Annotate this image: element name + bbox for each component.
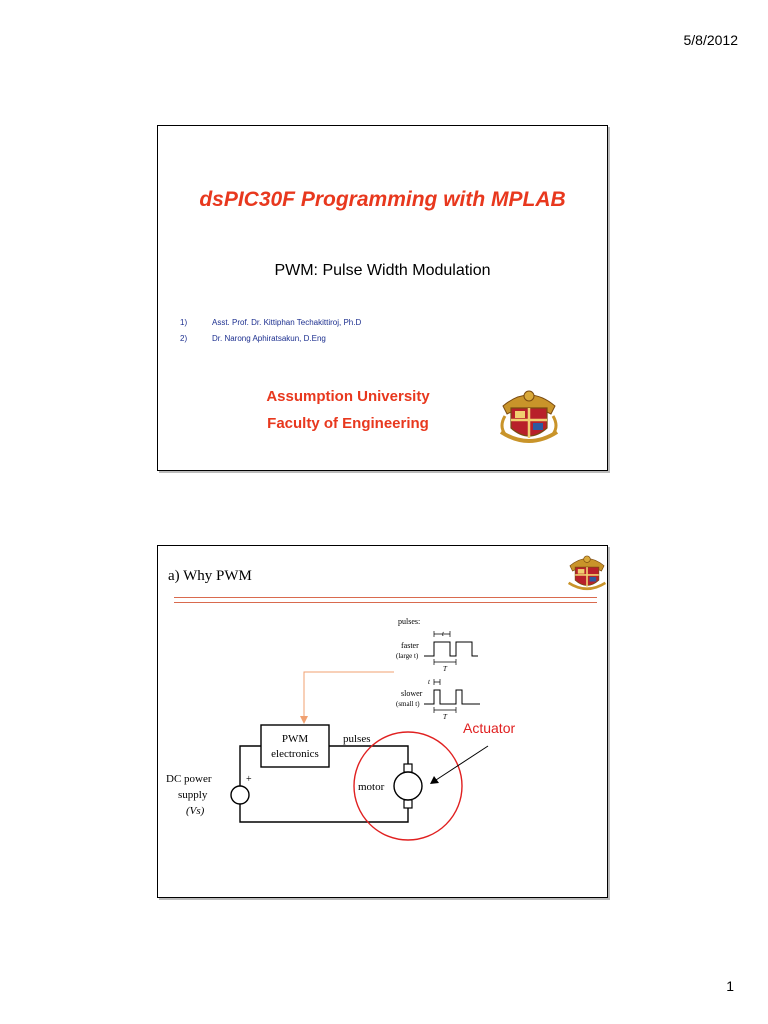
pulses-label: pulses: bbox=[398, 617, 420, 626]
faster-sublabel: (large t) bbox=[396, 652, 419, 660]
electronics-label: electronics bbox=[271, 748, 319, 760]
author-item: 1) Asst. Prof. Dr. Kittiphan Techakittir… bbox=[180, 314, 361, 330]
author-list: 1) Asst. Prof. Dr. Kittiphan Techakittir… bbox=[180, 314, 361, 346]
supply-label: supply bbox=[178, 789, 208, 801]
author-name: Dr. Narong Aphiratsakun, D.Eng bbox=[212, 333, 326, 343]
pwm-circuit-diagram: pulses: t faster (large t) T t slower (s… bbox=[166, 617, 515, 841]
faster-label: faster bbox=[401, 641, 419, 650]
pwm-electronics-box bbox=[260, 724, 330, 768]
slower-label: slower bbox=[401, 689, 423, 698]
page-number: 1 bbox=[726, 978, 734, 994]
author-number: 1) bbox=[180, 317, 188, 327]
university-seal-logo bbox=[499, 390, 559, 443]
motor-symbol bbox=[393, 771, 423, 801]
dc-power-label: DC power bbox=[166, 773, 212, 785]
pwm-label: PWM bbox=[282, 733, 309, 745]
slower-sublabel: (small t) bbox=[396, 700, 420, 708]
author-number: 2) bbox=[180, 333, 188, 343]
university-seal-logo bbox=[567, 555, 607, 591]
fast-pulse-waveform bbox=[424, 641, 478, 657]
title-divider bbox=[174, 602, 597, 603]
plus-label: + bbox=[246, 774, 252, 785]
faculty-name: Faculty of Engineering bbox=[267, 415, 429, 432]
pulses-wire-label: pulses bbox=[343, 733, 371, 745]
title-slide: dsPIC30F Programming with MPLAB PWM: Pul… bbox=[157, 125, 608, 471]
actuator-label: Actuator bbox=[463, 720, 515, 736]
slide-title: a) Why PWM bbox=[168, 568, 252, 584]
university-name: Assumption University bbox=[266, 388, 430, 405]
content-slide: a) Why PWM pulses: t faster (large t) T … bbox=[157, 545, 608, 898]
author-item: 2) Dr. Narong Aphiratsakun, D.Eng bbox=[180, 330, 361, 346]
T-label: T bbox=[443, 713, 448, 721]
dc-source-symbol bbox=[230, 785, 250, 805]
title-divider bbox=[174, 597, 597, 598]
motor-label: motor bbox=[358, 781, 385, 793]
t-label: t bbox=[428, 678, 431, 686]
slow-pulse-waveform bbox=[424, 689, 480, 705]
author-name: Asst. Prof. Dr. Kittiphan Techakittiroj,… bbox=[212, 317, 362, 327]
slide-title: dsPIC30F Programming with MPLAB bbox=[199, 188, 566, 211]
vs-label: (Vs) bbox=[186, 805, 205, 817]
slide-date: 5/8/2012 bbox=[683, 32, 739, 48]
T-label: T bbox=[443, 665, 448, 673]
slide-subtitle: PWM: Pulse Width Modulation bbox=[274, 262, 491, 279]
actuator-highlight bbox=[353, 731, 463, 841]
